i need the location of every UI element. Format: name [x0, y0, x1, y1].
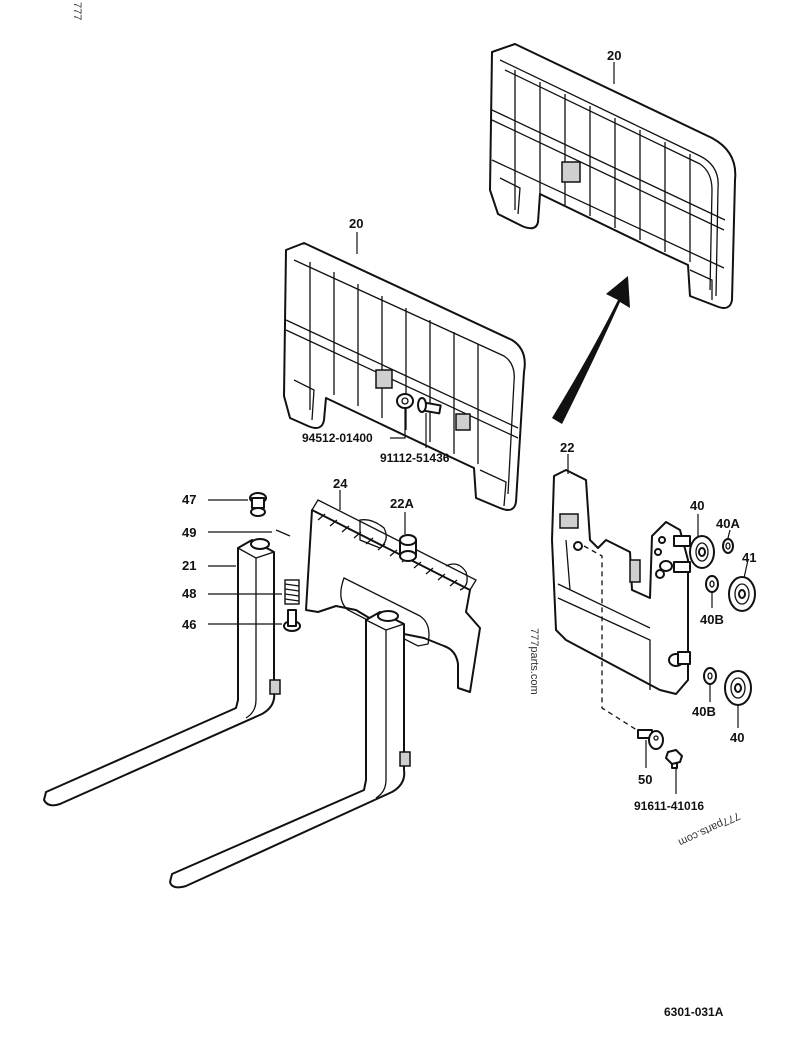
- roller-41: [728, 576, 756, 612]
- arrow-icon: [552, 276, 630, 424]
- label-pin-47: 47: [182, 492, 196, 507]
- label-roller-41: 41: [742, 550, 756, 565]
- washer-part: [396, 393, 414, 409]
- fork-left: [43, 538, 281, 807]
- label-frame-lower: 20: [349, 216, 363, 231]
- label-washer-40a: 40A: [716, 516, 740, 531]
- label-bolt-46: 46: [182, 617, 196, 632]
- watermark-bottom-right: 777parts.com: [676, 809, 741, 848]
- collar-22a: [399, 534, 417, 562]
- pin-50: [637, 729, 664, 750]
- label-frame-upper: 20: [607, 48, 621, 63]
- roller-40-bottom: [724, 670, 752, 706]
- label-collar-22a: 22A: [390, 496, 414, 511]
- screw-part: [665, 749, 683, 769]
- roller-40-top: [689, 535, 715, 569]
- bracket-22: [551, 469, 691, 695]
- figure-code: 6301-031A: [664, 1005, 724, 1019]
- washer-40b-top: [705, 575, 719, 593]
- label-roller-40-bottom: 40: [730, 730, 744, 745]
- label-roller-40-top: 40: [690, 498, 704, 513]
- label-plate-24: 24: [333, 476, 348, 491]
- label-washer: 94512-01400: [302, 431, 373, 445]
- watermark-top-left: 777: [71, 2, 83, 20]
- assembly-guide-line: [583, 545, 641, 733]
- fork-right: [169, 610, 411, 889]
- watermark-center: 777parts.com: [528, 628, 540, 695]
- label-bolt: 91112-51436: [380, 451, 450, 465]
- label-washer-40b-bottom: 40B: [692, 704, 716, 719]
- washer-40a: [722, 538, 734, 554]
- pin-49: [275, 529, 291, 537]
- load-backrest-lower: [283, 242, 526, 511]
- fork-carrier-plate: [305, 499, 481, 693]
- bolt-part: [417, 397, 442, 415]
- bolt-46: [283, 609, 301, 632]
- pin-47: [249, 492, 267, 517]
- label-spring-48: 48: [182, 586, 196, 601]
- spring-48: [284, 579, 300, 605]
- washer-40b-bottom: [703, 667, 717, 685]
- label-bracket-22: 22: [560, 440, 574, 455]
- label-pin-49: 49: [182, 525, 196, 540]
- label-fork-21: 21: [182, 558, 196, 573]
- label-pin-50: 50: [638, 772, 652, 787]
- label-screw: 91611-41016: [634, 799, 704, 813]
- label-washer-40b-top: 40B: [700, 612, 724, 627]
- load-backrest-upper: [489, 43, 737, 309]
